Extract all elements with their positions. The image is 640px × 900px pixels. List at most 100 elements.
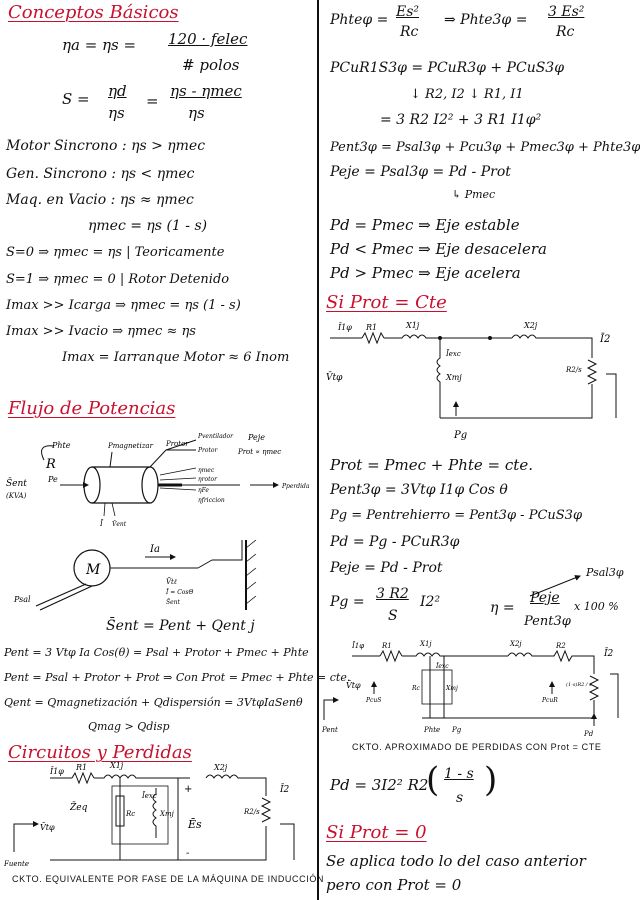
- section-title-flujo: Flujo de Potencias: [8, 398, 176, 419]
- eq-ns-left: ηa = ηs =: [62, 36, 137, 54]
- lbl-iexc: Īexc: [445, 349, 461, 358]
- eq-prot-cte: Prot = Pmec + Phte = cte.: [330, 456, 533, 474]
- lbl-vtl: V̄tφ: [346, 681, 361, 690]
- concept-line: Gen. Sincrono : ηs < ηmec: [6, 166, 195, 182]
- lbl-protor2: Protor: [197, 447, 219, 454]
- lbl-sent: S̄ent: [6, 477, 27, 489]
- lbl-x2: X2j: [213, 763, 228, 772]
- lbl-pd: Pd: [583, 730, 594, 738]
- eq-pcu-2: ↓ R2, I2 ↓ R1, I1: [410, 87, 524, 102]
- eq-ns-denominator: # polos: [182, 56, 240, 74]
- lbl-vtl: V̄tℓ: [166, 577, 177, 586]
- paren-right: ): [484, 760, 498, 800]
- lbl-i: Ī: [99, 519, 104, 528]
- eq-pg-frac-den: S: [388, 608, 398, 624]
- lbl-pmag: Pmagnetizar: [107, 442, 154, 450]
- lbl-r: R: [45, 457, 56, 472]
- eq-pd-stable: Pd = Pmec ⇒ Eje estable: [330, 216, 520, 234]
- circuit-approx-losses: Ī1φ R1 X1j X2j R2 Ī2 Īexc Rc Xmj V̄tφ Pc…: [321, 640, 619, 738]
- lbl-r2: R2: [555, 642, 566, 650]
- lbl-r2s: (1-s)R2 / s: [566, 681, 592, 688]
- lbl-kva: (KVA): [6, 492, 27, 500]
- lbl-pent: Pent: [321, 726, 338, 734]
- equivalent-circuit-diagram: Ī1φ R1 X1j X2j Ī2 Z̄eq Īexc Rc Xmj Ēs R2…: [3, 761, 295, 868]
- lbl-r1: R1: [75, 763, 87, 772]
- lbl-protor: Protor: [165, 440, 189, 448]
- lbl-vtl: V̄tφ: [326, 371, 343, 383]
- lbl-minus: -: [186, 848, 190, 859]
- eq-pcu-1: PCuR1S3φ = PCuR3φ + PCuS3φ: [330, 60, 565, 76]
- eq-peje-prot: Peje = Pd - Prot: [330, 560, 443, 576]
- eq-phte3-left: ⇒ Phte3φ =: [444, 12, 528, 28]
- eq-pd-decel: Pd < Pmec ⇒ Eje desacelera: [330, 240, 547, 258]
- section-title-prot-zero: Si Prot = 0: [326, 822, 427, 843]
- eq-pg: Pg = Pentrehierro = Pent3φ - PCuS3φ: [330, 508, 583, 523]
- concept-line: Imax >> Icarga ⇒ ηmec = ηs (1 - s): [6, 298, 241, 313]
- eq-phte3-den: Rc: [556, 24, 575, 40]
- motor-diagram: M Ia V̄tℓ Ī = CosΘ S̄ent Psal: [13, 539, 257, 611]
- eq-pd: Pd = Pg - PCuR3φ: [330, 534, 460, 550]
- eq-pd-accel: Pd > Pmec ⇒ Eje acelera: [330, 264, 521, 282]
- eq-pg-frac-num: 3 R2: [376, 586, 409, 602]
- lbl-nfe: ηFe: [198, 487, 209, 494]
- eq-slip-den2: ηs: [188, 104, 205, 122]
- lbl-r2s: R2/s: [243, 808, 260, 816]
- lbl-pcur: PcuR: [541, 697, 558, 704]
- caption-equivalent-circuit: CKTO. EQUIVALENTE POR FASE DE LA MÁQUINA…: [12, 874, 325, 884]
- lbl-plus: +: [184, 784, 192, 795]
- lbl-r1: R1: [365, 323, 377, 332]
- eq-pd-final-num: 1 - s: [444, 766, 474, 782]
- eq-phte3-num: 3 Es²: [548, 4, 585, 20]
- eq-qmag: Qmag > Qdisp: [88, 720, 170, 733]
- lbl-x1: X1j: [405, 321, 420, 330]
- eq-sent: S̄ent = Pent + Qent j: [106, 618, 255, 634]
- circuit-prot-cte: Ī1φ R1 X1j X2j Ī2 Īexc Xmj R2/s V̄tφ Pg: [326, 321, 617, 441]
- lbl-xm: Xmj: [159, 810, 175, 818]
- concept-line: Imax = Iarranque Motor ≈ 6 Inom: [62, 350, 290, 365]
- lbl-pg: Pg: [451, 726, 462, 734]
- eq-eta-left: η =: [490, 600, 515, 616]
- lbl-i1: Ī1φ: [49, 767, 64, 776]
- eq-phte-num: Es²: [396, 4, 420, 20]
- lbl-phte: Phte: [51, 441, 71, 450]
- lbl-pperdida: Pperdida: [281, 483, 310, 490]
- eq-pent-2: Pent = Psal + Protor + Prot ⇒ Con Prot =…: [4, 671, 351, 684]
- lbl-rc: Rc: [411, 685, 421, 692]
- concept-line: ηmec = ηs (1 - s): [88, 218, 208, 234]
- eq-pd-final-left: Pd = 3I2² R2: [330, 776, 429, 794]
- eq-slip-num1: ηd: [108, 82, 127, 100]
- eq-eta-den: Pent3φ: [524, 614, 571, 629]
- lbl-nrotor: ηrotor: [198, 476, 218, 483]
- lbl-vent: V̄ent: [112, 521, 127, 528]
- lbl-nfricc: ηfriccion: [198, 497, 225, 504]
- concept-line: Imax >> Ivacio ⇒ ηmec ≈ ηs: [6, 324, 196, 339]
- lbl-prot-prop: Prot ∝ ηmec: [237, 448, 281, 456]
- section-title-conceptos: Conceptos Básicos: [8, 2, 179, 23]
- eq-pg-frac-left: Pg =: [330, 594, 365, 610]
- lbl-i2: Ī2: [279, 783, 290, 795]
- power-flow-diagram: Phte R S̄ent (KVA) Pe Pmagnetizar Protor…: [6, 433, 310, 528]
- concept-line: Motor Sincrono : ηs > ηmec: [6, 138, 206, 154]
- lbl-pe: Pe: [47, 475, 58, 484]
- section-title-circuitos: Circuitos y Perdidas: [8, 742, 192, 763]
- lbl-sent2: S̄ent: [166, 599, 181, 606]
- lbl-i2: Ī2: [599, 333, 610, 345]
- eq-eta-num: Peje: [530, 590, 560, 606]
- paren-left: (: [426, 760, 440, 800]
- lbl-xm: Xmj: [445, 373, 462, 382]
- eq-pd-final-den: s: [456, 790, 464, 806]
- lbl-psal: Psal: [13, 595, 31, 604]
- eq-phte-den: Rc: [400, 24, 419, 40]
- lbl-r2s: R2/s: [565, 366, 582, 374]
- lbl-iexc: Īexc: [141, 791, 157, 800]
- lbl-i2: Ī2: [603, 647, 614, 659]
- eq-pent3-vt: Pent3φ = 3Vtφ I1φ Cos θ: [330, 482, 508, 498]
- lbl-ia: Ia: [149, 544, 160, 555]
- concept-line: Maq. en Vacio : ηs ≈ ηmec: [6, 192, 194, 208]
- eq-qent: Qent = Qmagnetización + Qdispersión = 3V…: [4, 696, 303, 709]
- lbl-ifp: Ī = CosΘ: [165, 589, 193, 596]
- eq-slip-left: S =: [62, 90, 90, 108]
- eq-phte-left: Phteφ =: [330, 12, 389, 28]
- eq-eta-tail: x 100 %: [574, 600, 619, 613]
- lbl-vtl: V̄tφ: [40, 823, 55, 832]
